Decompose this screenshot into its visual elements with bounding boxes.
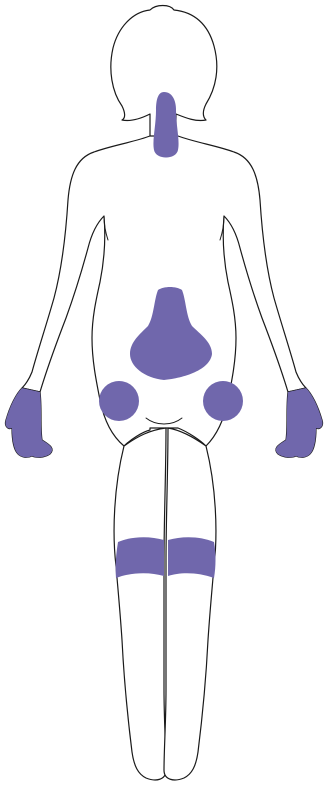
right-hand-region	[276, 388, 323, 457]
right-leg-outline	[164, 428, 216, 780]
right-hip-region	[203, 381, 243, 421]
left-knee-region	[116, 537, 164, 578]
right-knee-region	[168, 537, 216, 578]
left-hip-region	[99, 381, 139, 421]
left-hand-region	[5, 388, 52, 457]
neck-region	[153, 92, 178, 158]
left-leg-outline	[114, 428, 166, 780]
